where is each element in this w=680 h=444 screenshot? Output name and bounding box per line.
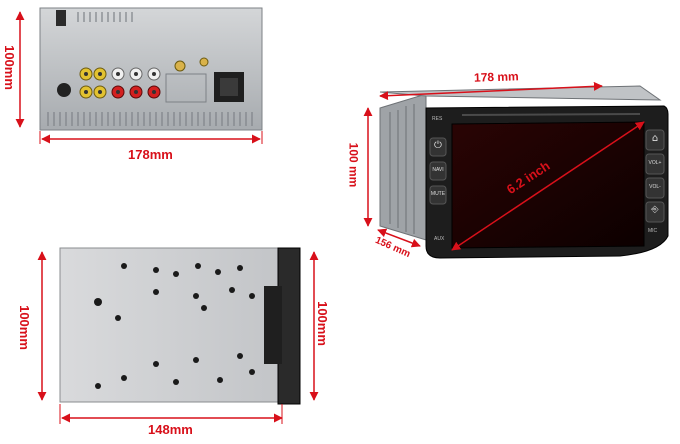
side-width-label: 148mm bbox=[148, 422, 193, 437]
side-height-left-label: 100mm bbox=[16, 305, 32, 350]
front-width-line bbox=[379, 81, 603, 101]
side-bracket bbox=[264, 286, 282, 364]
disc-slot bbox=[461, 113, 641, 116]
home-button[interactable]: ⌂ bbox=[651, 133, 659, 144]
rear-height-label: 100mm bbox=[1, 45, 17, 90]
power-button[interactable]: ⏻ bbox=[434, 140, 442, 151]
aux-label: AUX bbox=[434, 236, 445, 242]
mic-label: MIC bbox=[648, 228, 658, 234]
front-width-label: 178 mm bbox=[473, 69, 519, 85]
fuse-connector bbox=[56, 10, 66, 26]
side-height-right-label: 100mm bbox=[314, 301, 330, 346]
res-label: RES bbox=[432, 116, 443, 122]
mute-button[interactable]: MUTE bbox=[430, 191, 446, 197]
front-depth-line bbox=[377, 228, 421, 248]
power-button-bg bbox=[429, 137, 447, 157]
navi-button[interactable]: NAVI bbox=[432, 167, 444, 173]
mounting-holes bbox=[94, 263, 255, 389]
rca-jacks bbox=[79, 67, 161, 99]
usb-icon[interactable]: ⎆ bbox=[651, 205, 659, 215]
vol-down-button[interactable]: VOL- bbox=[649, 184, 661, 190]
vol-up-button[interactable]: VOL+ bbox=[648, 160, 662, 166]
rear-vents bbox=[47, 112, 253, 126]
rear-width-label: 178mm bbox=[128, 147, 173, 162]
screen-diagonal-line bbox=[451, 121, 645, 251]
rear-view bbox=[39, 7, 263, 131]
front-height-label: 100 mm bbox=[346, 142, 361, 188]
side-view bbox=[59, 247, 301, 405]
gps-connector bbox=[174, 60, 186, 72]
antenna-connector bbox=[199, 57, 209, 67]
round-connector bbox=[57, 83, 71, 97]
